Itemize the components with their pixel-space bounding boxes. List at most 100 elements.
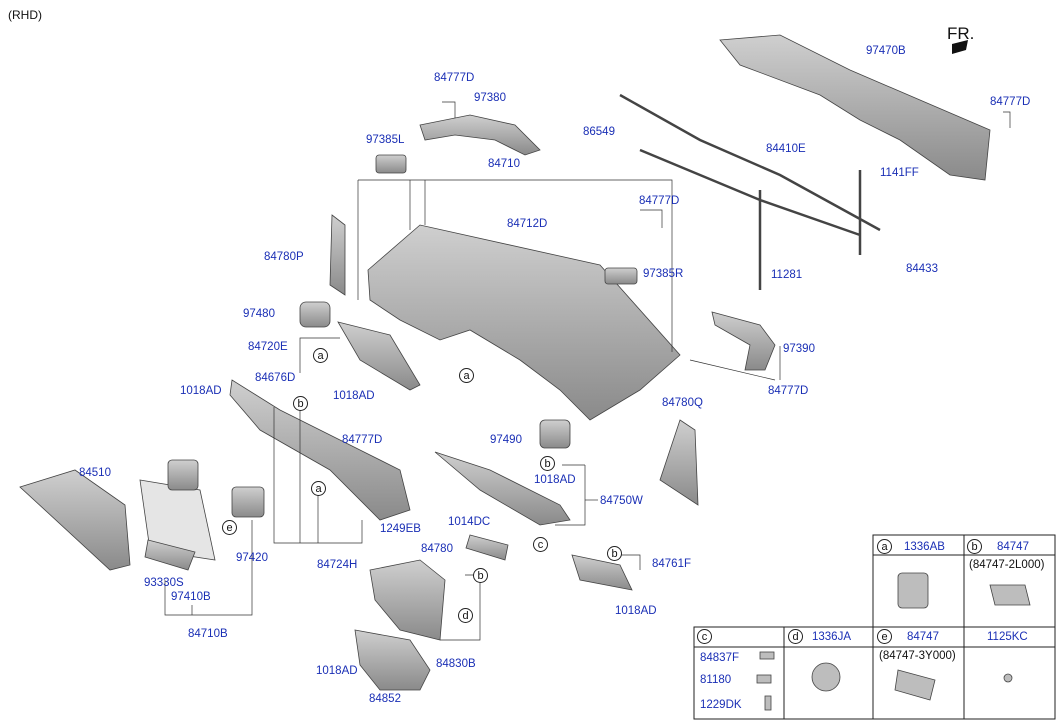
label-84830b[interactable]: 84830B xyxy=(436,658,476,670)
callout-b: b xyxy=(607,546,622,561)
label-1018ad-bottom[interactable]: 1018AD xyxy=(316,665,358,677)
label-84724h[interactable]: 84724H xyxy=(317,559,358,571)
front-label: FR. xyxy=(947,24,975,43)
label-84710b[interactable]: 84710B xyxy=(188,628,228,640)
legend-e-sub: (84747-3Y000) xyxy=(879,650,956,662)
label-97490[interactable]: 97490 xyxy=(490,434,522,446)
cluster-84830b-shape xyxy=(369,559,446,641)
legend-e-part[interactable]: 84747 xyxy=(907,631,939,643)
legend-e-letter: e xyxy=(877,629,892,644)
panel-84761f-shape xyxy=(571,554,633,591)
label-11281[interactable]: 11281 xyxy=(771,269,803,281)
panel-84780-shape xyxy=(465,534,509,561)
callout-c: c xyxy=(533,537,548,552)
legend-b-sub: (84747-2L000) xyxy=(969,559,1045,571)
vent-97490-shape xyxy=(539,419,571,449)
label-84777d-low[interactable]: 84777D xyxy=(342,434,383,446)
label-1014dc[interactable]: 1014DC xyxy=(448,516,491,528)
label-84780[interactable]: 84780 xyxy=(421,543,453,555)
callout-a: a xyxy=(311,481,326,496)
front-arrow-icon xyxy=(952,40,968,54)
label-1018ad-right[interactable]: 1018AD xyxy=(534,474,576,486)
label-84777d-top[interactable]: 84777D xyxy=(434,72,475,84)
label-84852[interactable]: 84852 xyxy=(369,693,401,705)
label-84720e[interactable]: 84720E xyxy=(248,341,288,353)
callout-a: a xyxy=(459,368,474,383)
legend-c-item-3[interactable]: 1229DK xyxy=(700,699,742,711)
label-97380[interactable]: 97380 xyxy=(474,92,506,104)
label-1018ad-lowright[interactable]: 1018AD xyxy=(615,605,657,617)
clip-1336ab-icon xyxy=(897,572,929,609)
label-84712d[interactable]: 84712D xyxy=(507,218,548,230)
clip-81180-icon xyxy=(756,674,772,684)
side-panel-left-shape xyxy=(329,214,346,296)
label-97480[interactable]: 97480 xyxy=(243,308,275,320)
clip-84747-2l000-icon xyxy=(989,584,1031,606)
callout-d: d xyxy=(458,608,473,623)
trim-93330s-shape xyxy=(144,539,196,571)
duct-97380-shape xyxy=(419,114,541,156)
grille-97385r-shape xyxy=(604,267,638,285)
grille-97385l-shape xyxy=(375,154,407,174)
vent-97410b-shape xyxy=(167,459,199,491)
panel-84724h-shape xyxy=(229,379,411,521)
label-84676d[interactable]: 84676D xyxy=(255,372,296,384)
panel-84750w-shape xyxy=(434,451,571,526)
label-84433[interactable]: 84433 xyxy=(906,263,938,275)
vent-97420-shape xyxy=(231,486,265,518)
legend-b-letter: b xyxy=(967,539,982,554)
label-1249eb[interactable]: 1249EB xyxy=(380,523,421,535)
label-84780q[interactable]: 84780Q xyxy=(662,397,703,409)
label-97410b[interactable]: 97410B xyxy=(171,591,211,603)
label-84750w[interactable]: 84750W xyxy=(600,495,643,507)
legend-b-part[interactable]: 84747 xyxy=(997,541,1029,553)
label-84777d-lowright[interactable]: 84777D xyxy=(768,385,809,397)
label-1018ad-center[interactable]: 1018AD xyxy=(333,390,375,402)
screw-1125kc-icon xyxy=(1003,673,1013,683)
panel-84720e-shape xyxy=(337,321,421,391)
label-97470b[interactable]: 97470B xyxy=(866,45,906,57)
duct-97470b-shape xyxy=(719,34,991,181)
cowl-beam-shape xyxy=(619,93,881,290)
legend-a-part[interactable]: 1336AB xyxy=(904,541,945,553)
variant-label: (RHD) xyxy=(8,8,42,22)
callout-b: b xyxy=(293,396,308,411)
callout-b: b xyxy=(473,568,488,583)
legend-d-letter: d xyxy=(788,629,803,644)
label-84777d-mid[interactable]: 84777D xyxy=(639,195,680,207)
label-97420[interactable]: 97420 xyxy=(236,552,268,564)
label-1141ff[interactable]: 1141FF xyxy=(880,167,919,179)
cover-84852-shape xyxy=(354,629,431,691)
crash-pad-shape xyxy=(367,224,681,421)
legend-f-part[interactable]: 1125KC xyxy=(987,631,1028,643)
screw-1229dk-icon xyxy=(764,695,772,711)
label-84777d-right[interactable]: 84777D xyxy=(990,96,1031,108)
label-97390[interactable]: 97390 xyxy=(783,343,815,355)
clip-84837f-icon xyxy=(759,651,775,660)
label-97385r[interactable]: 97385R xyxy=(643,268,684,280)
legend-c-item-1[interactable]: 84837F xyxy=(700,652,740,664)
callout-a: a xyxy=(313,348,328,363)
label-84710[interactable]: 84710 xyxy=(488,158,520,170)
legend-a-letter: a xyxy=(877,539,892,554)
label-84410e[interactable]: 84410E xyxy=(766,143,806,155)
nut-1336ja-icon xyxy=(811,662,841,692)
callout-b: b xyxy=(540,456,555,471)
callout-c: c xyxy=(697,629,712,644)
glovebox-shape xyxy=(19,469,131,571)
label-84780p[interactable]: 84780P xyxy=(264,251,304,263)
vent-97480-shape xyxy=(299,301,331,328)
legend-c-item-2[interactable]: 81180 xyxy=(700,674,732,686)
clip-84747-3y000-icon xyxy=(894,669,936,701)
label-84761f[interactable]: 84761F xyxy=(652,558,692,570)
label-84510[interactable]: 84510 xyxy=(79,467,111,479)
callout-e: e xyxy=(222,520,237,535)
label-93330s[interactable]: 93330S xyxy=(144,577,184,589)
label-86549[interactable]: 86549 xyxy=(583,126,615,138)
side-panel-right-shape xyxy=(659,419,699,506)
label-1018ad-left[interactable]: 1018AD xyxy=(180,385,222,397)
legend-d-part[interactable]: 1336JA xyxy=(812,631,852,643)
label-97385l[interactable]: 97385L xyxy=(366,134,405,146)
duct-97390-shape xyxy=(711,311,776,371)
